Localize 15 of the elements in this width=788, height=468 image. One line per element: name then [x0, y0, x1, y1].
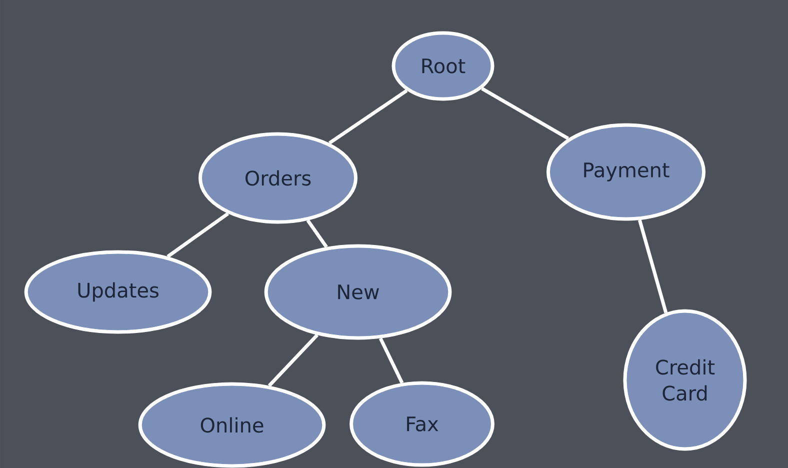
ellipse-node: Orders: [198, 132, 358, 224]
connector-line: [328, 89, 408, 145]
ellipse-node: Credit Card: [623, 309, 747, 451]
ellipse-node: Updates: [24, 250, 212, 334]
ellipse-node: Fax: [350, 381, 494, 467]
connector-line: [378, 338, 404, 384]
connector-line: [166, 212, 230, 258]
connector-line: [481, 87, 570, 140]
ellipse-node: Payment: [546, 123, 706, 221]
connector-line: [306, 219, 328, 248]
connector-line: [638, 220, 668, 314]
ellipse-node: New: [264, 244, 452, 340]
ellipse-node: Root: [392, 31, 494, 101]
ellipse-node: Online: [138, 382, 326, 468]
connector-line: [268, 334, 319, 387]
